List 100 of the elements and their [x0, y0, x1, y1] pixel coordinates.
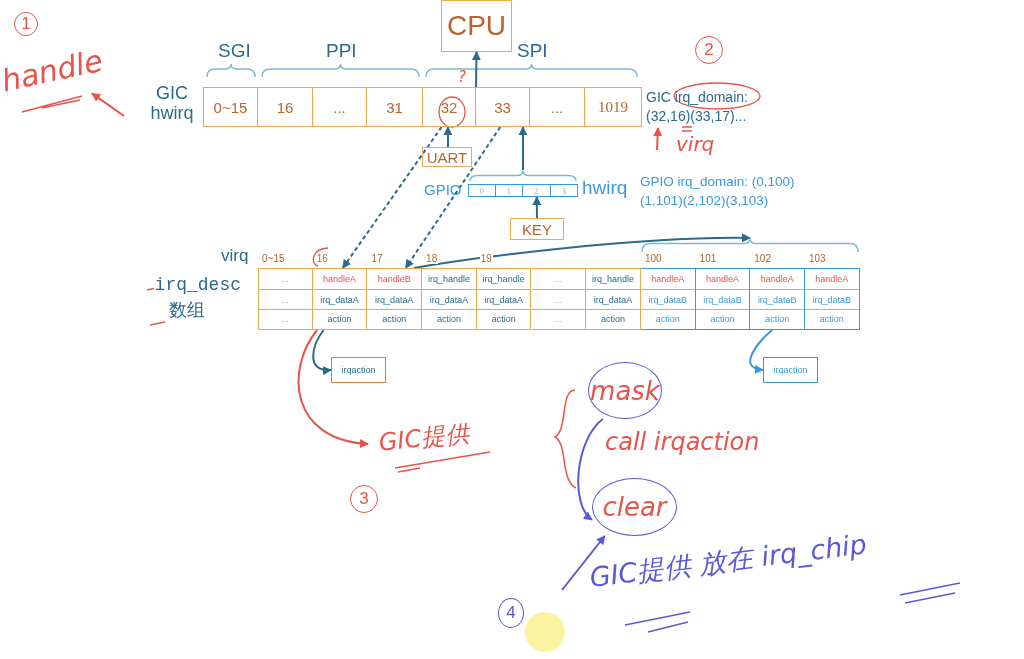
column-header: 101	[698, 253, 718, 264]
irq-desc-column	[531, 268, 587, 330]
table-cell: handleA	[805, 269, 859, 290]
table-cell-text: action	[818, 313, 845, 326]
table-cell: ...	[259, 290, 312, 310]
handwritten-note: virq	[676, 132, 715, 156]
hwirq-cell: 0~15	[203, 87, 258, 127]
arrow	[561, 535, 606, 591]
table-cell: irq_dataA	[476, 290, 531, 310]
curved-arrow	[312, 329, 332, 375]
table-cell: handleA	[695, 269, 750, 290]
table-cell: irq_dataB	[695, 290, 750, 310]
table-cell: ...	[259, 269, 312, 290]
dashed-arrow	[341, 126, 443, 269]
table-cell: handleA	[312, 269, 367, 290]
column-header: 103	[808, 253, 827, 264]
curved-arrow	[577, 418, 604, 521]
table-cell-text: ...	[553, 313, 564, 326]
table-cell: ...	[531, 290, 586, 310]
column-header: 102	[753, 253, 772, 264]
irq-desc-column	[476, 268, 532, 330]
column-header: 16	[315, 253, 329, 264]
table-cell-text: ...	[280, 313, 291, 326]
hwirq-cell: 0	[468, 184, 496, 197]
table-cell: irq_dataA	[312, 290, 367, 310]
table-cell: irq_dataB	[805, 290, 859, 310]
hwirq-cell: 3	[550, 184, 578, 197]
irq-desc-column	[805, 268, 860, 330]
table-cell: handleA	[640, 269, 695, 290]
hwirq-cell: 2	[523, 184, 551, 197]
arrow	[518, 126, 528, 171]
device-box: KEY	[510, 218, 564, 240]
group-label: SPI	[517, 40, 548, 62]
hwirq-cell: ...	[313, 87, 367, 127]
group-label: SGI	[218, 40, 251, 62]
irq-desc-column	[367, 268, 423, 330]
table-cell: irq_dataB	[750, 290, 804, 310]
table-cell-text: action	[381, 313, 408, 326]
arrow	[471, 51, 481, 88]
irqaction-box: irqaction	[331, 357, 386, 383]
table-cell-text: action	[435, 313, 462, 326]
table-cell-text: action	[709, 313, 736, 326]
table-cell: irq_handle	[422, 269, 476, 290]
group-label: PPI	[326, 40, 357, 62]
irq-desc-column	[258, 268, 313, 330]
column-header: 18	[425, 253, 439, 264]
table-cell: handleA	[750, 269, 804, 290]
row-label: 数组	[168, 298, 206, 322]
dashed-arrow	[404, 126, 502, 269]
table-cell-text: action	[654, 313, 681, 326]
arrow	[653, 127, 663, 151]
hwirq-cell: ...	[530, 87, 585, 127]
table-cell: irq_dataB	[640, 290, 695, 310]
table-cell-text: action	[490, 313, 517, 326]
row-label: irq_desc	[153, 275, 242, 295]
curved-arrow	[412, 233, 751, 269]
handwritten-note: GIC提供	[366, 412, 482, 464]
domain-mapping-text: GIC irq_domain: (32,16)(33,17)...	[646, 86, 796, 128]
hwirq-cell: 31	[367, 87, 423, 127]
irq-desc-column	[586, 268, 641, 330]
row-label: virq	[221, 246, 249, 266]
question-mark: ?	[458, 68, 466, 86]
arrow	[532, 196, 542, 219]
handwritten-note: call irqaction	[605, 428, 760, 456]
arrow	[91, 92, 125, 117]
table-cell: irq_handle	[586, 269, 640, 290]
table-cell-text: action	[600, 313, 627, 326]
curly-brace	[469, 170, 577, 181]
hwirq-cell: 1019	[585, 87, 642, 127]
hwirq-cell: 32	[423, 87, 476, 127]
table-cell: irq_dataA	[586, 290, 640, 310]
domain-mapping-text: GPIO irq_domain: (0,100)(1,101)(2,102)(3,103)	[640, 173, 796, 210]
table-cell: irq_handle	[476, 269, 531, 290]
column-header: 100	[643, 253, 663, 264]
table-cell: handleB	[367, 269, 422, 290]
irqaction-box: irqaction	[763, 357, 818, 383]
curved-arrow	[297, 329, 369, 448]
irq-desc-column	[695, 268, 751, 330]
hwirq-cell: 16	[258, 87, 313, 127]
circled-word: mask	[588, 362, 662, 419]
table-cell: ...	[531, 269, 586, 290]
table-cell: irq_dataA	[367, 290, 422, 310]
cpu-box: CPU	[441, 0, 512, 52]
column-header: 17	[370, 253, 384, 264]
curly-brace	[641, 238, 859, 252]
hwirq-cell: 1	[495, 184, 523, 197]
irq-desc-column	[312, 268, 368, 330]
table-cell-text: action	[326, 313, 353, 326]
row-label: hwirq	[582, 177, 628, 199]
arrow	[443, 126, 453, 148]
table-cell-text: action	[764, 313, 791, 326]
irq-desc-column	[640, 268, 696, 330]
irq-desc-column	[750, 268, 805, 330]
curved-arrow	[749, 329, 774, 374]
row-label: GPIO	[424, 181, 462, 198]
column-header: 0~15	[261, 253, 286, 264]
hwirq-cell: 33	[476, 87, 530, 127]
irq-desc-column	[422, 268, 477, 330]
table-cell: irq_dataA	[422, 290, 476, 310]
device-box: UART	[422, 147, 472, 167]
